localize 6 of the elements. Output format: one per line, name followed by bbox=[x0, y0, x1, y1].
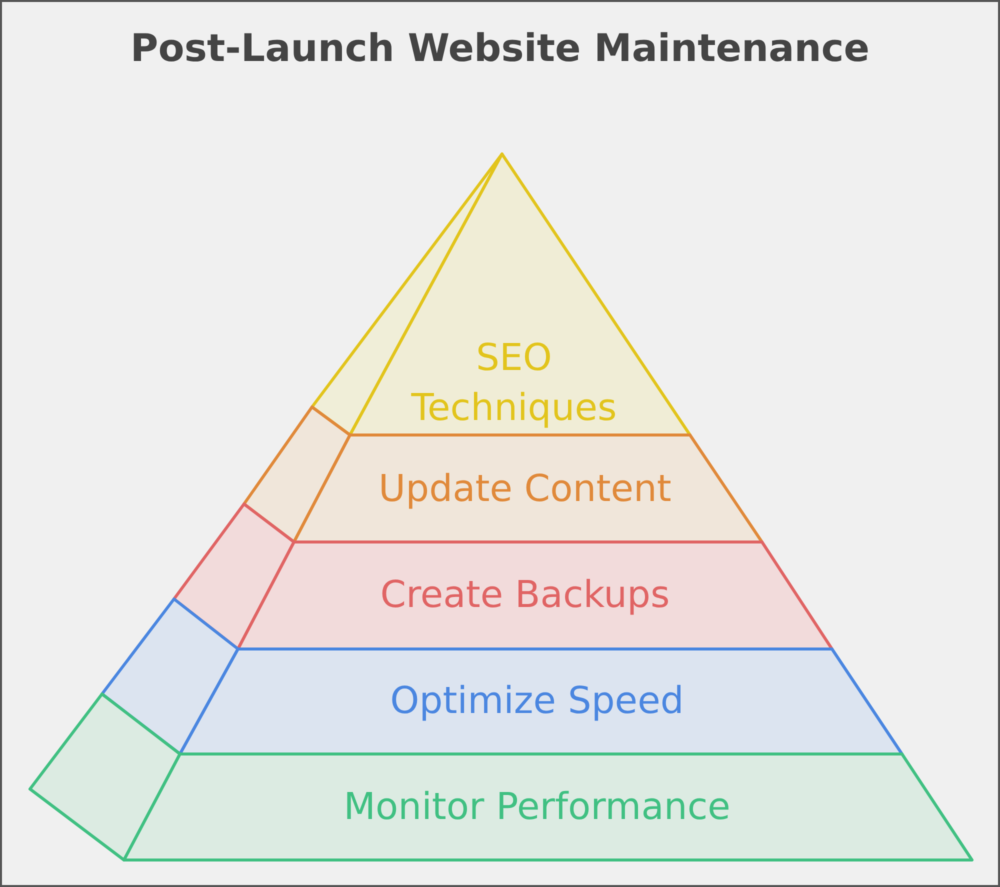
layer-label: Optimize Speed bbox=[389, 678, 685, 724]
layer-label: Update Content bbox=[378, 466, 672, 512]
layer-label: Monitor Performance bbox=[342, 784, 732, 830]
layer-label: Create Backups bbox=[379, 572, 671, 618]
diagram-title: Post-Launch Website Maintenance bbox=[129, 26, 871, 70]
layer-label: SEO Techniques bbox=[410, 335, 618, 431]
